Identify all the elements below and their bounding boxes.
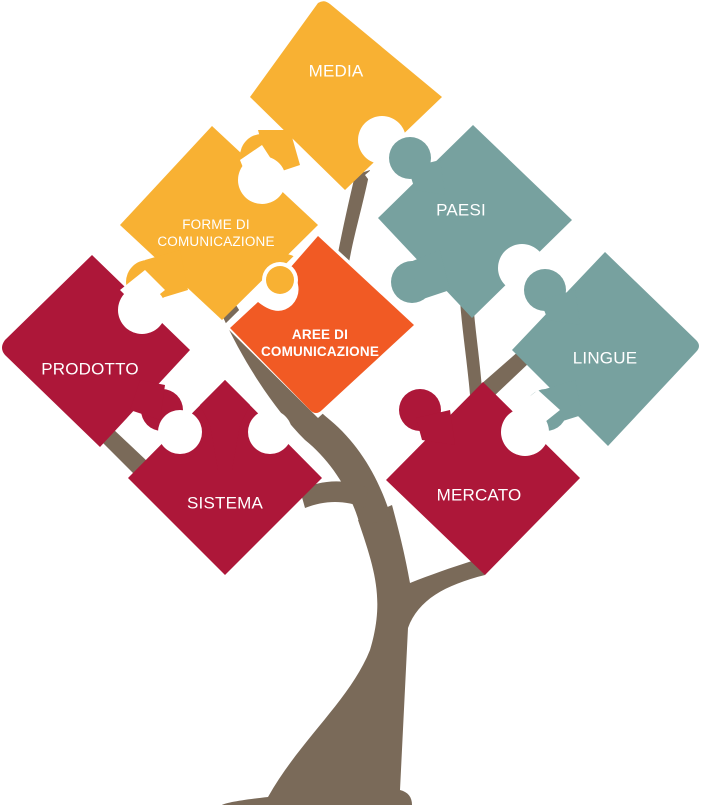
label-aree-line2: COMUNICAZIONE <box>260 344 380 359</box>
label-paesi-text: PAESI <box>436 200 486 220</box>
label-lingue: LINGUE <box>573 347 638 368</box>
label-forme-line2: COMUNICAZIONE <box>157 234 275 249</box>
label-lingue-text: LINGUE <box>572 348 638 368</box>
puzzle-piece-sistema <box>128 380 322 575</box>
label-prodotto-text: PRODOTTO <box>41 359 139 379</box>
label-media-text: MEDIA <box>308 61 364 81</box>
label-forme: FORME DI COMUNICAZIONE <box>157 217 274 251</box>
label-aree-line1: AREE DI <box>291 327 349 343</box>
label-forme-line1: FORME DI <box>182 217 250 233</box>
label-mercato-text: MERCATO <box>436 485 522 505</box>
puzzle-piece-mercato <box>386 382 580 575</box>
label-sistema-text: SISTEMA <box>186 493 264 513</box>
label-mercato: MERCATO <box>437 484 522 505</box>
puzzle-piece-prodotto <box>2 255 190 447</box>
label-sistema: SISTEMA <box>187 492 263 513</box>
puzzle-piece-aree <box>224 232 420 418</box>
label-aree: AREE DI COMUNICAZIONE <box>261 327 379 361</box>
label-paesi: PAESI <box>436 199 486 220</box>
label-prodotto: PRODOTTO <box>41 358 139 379</box>
label-media: MEDIA <box>309 60 364 81</box>
